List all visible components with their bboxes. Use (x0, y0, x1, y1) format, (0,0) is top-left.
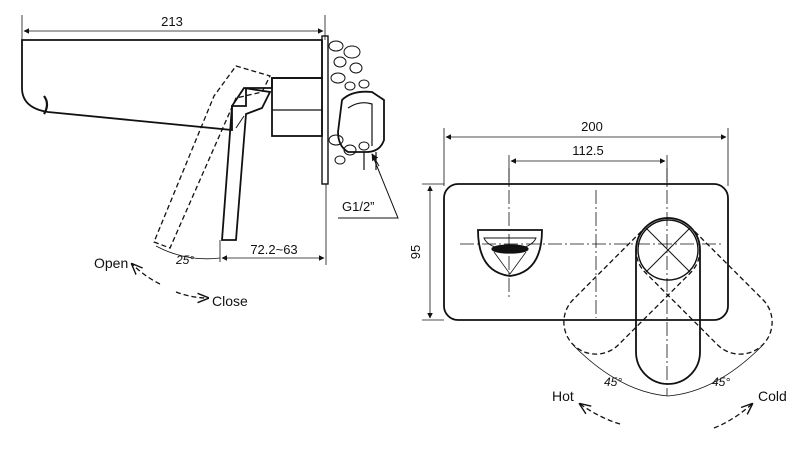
wall-texture (328, 40, 370, 165)
spout-body (21, 39, 323, 131)
angle-arc-hot (573, 345, 669, 397)
dimension-escutcheon-height (422, 183, 444, 321)
angle-arc-cold (667, 345, 763, 397)
lever-handle (221, 87, 272, 241)
label-close: Close (212, 293, 248, 309)
spout-tip-highlight (43, 95, 49, 115)
dimension-projection (221, 184, 327, 265)
label-handle-angle: 25° (175, 253, 194, 267)
wall-plate (321, 35, 329, 185)
lever-open-position (153, 65, 271, 249)
side-view (21, 15, 399, 298)
mixer-body (271, 77, 323, 137)
cold-arrow (713, 404, 752, 429)
label-hot: Hot (552, 388, 574, 404)
label-hot-angle: 45° (604, 375, 622, 389)
front-view (422, 128, 773, 429)
dimension-handle-offset (508, 155, 668, 186)
label-escutcheon-width: 200 (581, 119, 603, 134)
label-cold-angle: 45° (712, 375, 730, 389)
spout-outlet (477, 229, 543, 277)
label-spout-length: 213 (161, 14, 183, 29)
label-thread: G1/2” (342, 199, 375, 214)
hot-arrow (580, 404, 621, 425)
close-arrow (175, 291, 208, 298)
dimension-escutcheon-width (443, 128, 729, 186)
handle-cold-position (563, 217, 701, 355)
angle-arc-25 (155, 245, 221, 260)
escutcheon-plate (443, 183, 729, 321)
label-escutcheon-height: 95 (408, 245, 423, 259)
in-wall-valve (337, 90, 385, 153)
open-arrow (132, 264, 161, 285)
label-handle-offset: 112.5 (572, 143, 604, 158)
label-cold: Cold (758, 388, 787, 404)
label-open: Open (94, 255, 128, 271)
handle-center (635, 217, 701, 385)
label-projection: 72.2~63 (250, 242, 297, 257)
